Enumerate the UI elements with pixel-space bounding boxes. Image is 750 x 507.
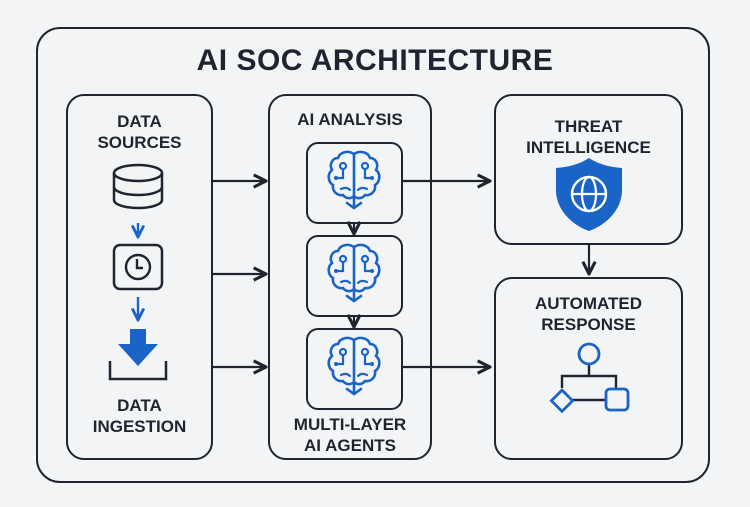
diagram-title: AI SOC ARCHITECTURE: [196, 44, 554, 77]
ai-analysis-box: [268, 94, 432, 460]
ai-layer-3-box: [306, 328, 403, 410]
threat-intel-box: [494, 94, 683, 245]
ai-analysis-label: AI ANALYSIS: [297, 110, 403, 129]
automated-response-label: AUTOMATED RESPONSE: [534, 294, 643, 334]
threat-intel-label: THREAT INTELLIGENCE: [526, 117, 651, 157]
data-sources-label: DATA SOURCES: [97, 112, 182, 152]
data-ingestion-label: DATA INGESTION: [92, 396, 187, 436]
ai-layer-1-box: [306, 142, 403, 224]
ai-layer-2-box: [306, 235, 403, 317]
automated-response-box: [494, 277, 683, 460]
data-pipeline-box: [66, 94, 213, 460]
outer-frame: [36, 27, 710, 483]
multi-layer-label: MULTI-LAYER AI AGENTS: [293, 415, 407, 455]
